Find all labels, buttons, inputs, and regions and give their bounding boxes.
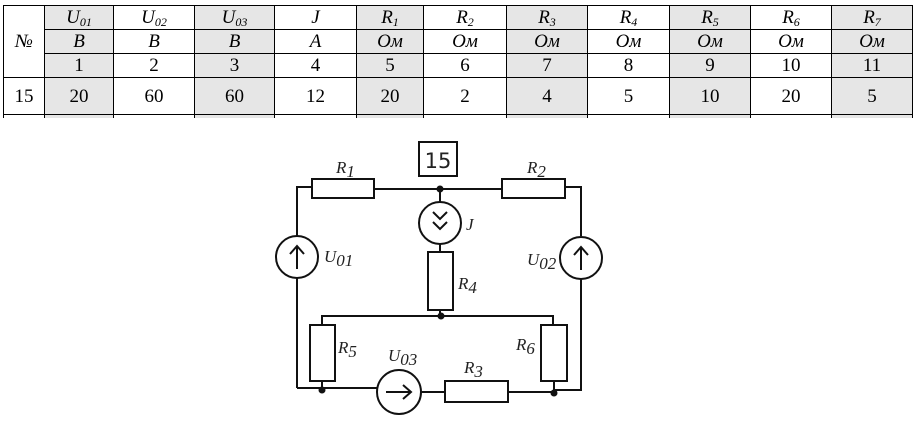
wire-right-top xyxy=(565,186,582,236)
wire-right-bottom xyxy=(555,279,582,391)
column-header-index: 11 xyxy=(831,53,913,78)
quantity-symbol: R xyxy=(538,6,550,28)
junction-dot xyxy=(436,185,444,193)
number-header-cell: № xyxy=(3,5,45,78)
label-r6: R6 xyxy=(515,335,535,358)
quantity-symbol: R xyxy=(782,6,794,28)
column-header-index: 3 xyxy=(194,53,275,78)
label-j: J xyxy=(466,215,475,234)
column-header-unit: Ом xyxy=(750,29,832,54)
quantity-subscript: 6 xyxy=(793,14,800,29)
label-r1: R1 xyxy=(335,158,355,181)
resistor-r1 xyxy=(311,178,375,199)
label-r5: R5 xyxy=(337,338,357,361)
resistor-r6 xyxy=(540,324,568,382)
column-header-index: 5 xyxy=(356,53,424,78)
quantity-subscript: 5 xyxy=(712,14,719,29)
column-header-name: U01 xyxy=(44,5,114,30)
quantity-symbol: R xyxy=(381,6,393,28)
label-r2: R2 xyxy=(526,158,546,181)
quantity-symbol: R xyxy=(619,6,632,28)
column-header-name: R7 xyxy=(831,5,913,30)
table-cell-value: 12 xyxy=(274,77,357,115)
current-source-j xyxy=(418,201,462,245)
junction-dot xyxy=(550,389,558,397)
table-cell-value: 20 xyxy=(750,77,832,115)
resistor-r5 xyxy=(309,324,336,382)
quantity-subscript: 3 xyxy=(549,14,556,29)
column-header-unit: Ом xyxy=(669,29,751,54)
table-cell-value: 4 xyxy=(506,77,588,115)
quantity-symbol: J xyxy=(311,6,320,28)
table-cell-value: 5 xyxy=(587,77,670,115)
quantity-subscript: 02 xyxy=(154,14,167,29)
table-continuation-row xyxy=(3,114,913,118)
column-header-unit: Ом xyxy=(356,29,424,54)
label-u03: U03 xyxy=(388,346,417,369)
table-continuation-cell xyxy=(831,114,913,118)
column-header-index: 7 xyxy=(506,53,588,78)
table-cell-value: 10 xyxy=(669,77,751,115)
resistor-r2 xyxy=(501,178,566,199)
column-header-name: R5 xyxy=(669,5,751,30)
column-header-name: R1 xyxy=(356,5,424,30)
quantity-subscript: 01 xyxy=(79,14,92,29)
column-header-name: R2 xyxy=(423,5,507,30)
column-header-unit: Ом xyxy=(506,29,588,54)
arrow-right-icon xyxy=(386,384,413,400)
table-cell-value: 60 xyxy=(113,77,195,115)
quantity-subscript: 03 xyxy=(235,14,248,29)
quantity-subscript: 1 xyxy=(392,14,399,29)
quantity-symbol: U xyxy=(66,6,80,28)
column-header-name: J xyxy=(274,5,357,30)
resistor-r3 xyxy=(444,380,509,403)
table-cell-value: 2 xyxy=(423,77,507,115)
junction-dot xyxy=(318,386,326,394)
quantity-symbol: R xyxy=(456,6,468,28)
label-u02: U02 xyxy=(527,250,557,273)
column-header-unit: Ом xyxy=(587,29,670,54)
label-r3: R3 xyxy=(463,358,483,381)
variant-number: 15 xyxy=(425,149,452,173)
variant-box xyxy=(418,141,458,177)
resistor-r4 xyxy=(427,251,454,311)
quantity-symbol: R xyxy=(701,6,713,28)
column-header-name: U03 xyxy=(194,5,275,30)
row-number-cell: 15 xyxy=(3,77,45,115)
quantity-subscript: 4 xyxy=(631,14,638,29)
label-u01: U01 xyxy=(324,247,353,270)
arrow-up-icon xyxy=(289,244,305,269)
quantity-subscript: 2 xyxy=(467,14,474,29)
table-cell-value: 5 xyxy=(831,77,913,115)
number-header: № xyxy=(15,31,33,52)
wire-left-top xyxy=(296,186,312,240)
row-number: 15 xyxy=(14,85,34,107)
column-header-index: 8 xyxy=(587,53,670,78)
table-cell-value: 60 xyxy=(194,77,275,115)
quantity-subscript: 7 xyxy=(874,14,881,29)
table-cell-value: 20 xyxy=(356,77,424,115)
label-r4: R4 xyxy=(457,274,477,297)
quantity-symbol: U xyxy=(141,6,155,28)
junction-dot xyxy=(437,312,445,320)
wire-middle xyxy=(321,315,554,325)
column-header-name: R3 xyxy=(506,5,588,30)
quantity-symbol: U xyxy=(221,6,236,28)
quantity-symbol: R xyxy=(863,6,875,28)
column-header-index: 9 xyxy=(669,53,751,78)
double-chevron-down-icon xyxy=(432,211,448,231)
column-header-unit: Ом xyxy=(831,29,913,54)
arrow-up-icon xyxy=(573,245,589,270)
